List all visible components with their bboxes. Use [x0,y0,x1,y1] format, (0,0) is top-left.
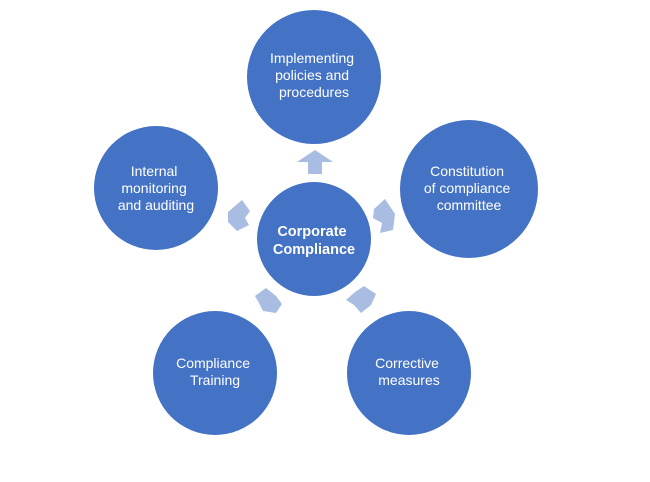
node-corrective: Corrective measures [347,311,471,435]
node-corrective-circle [347,311,471,435]
node-implementing: Implementing policies and procedures [247,10,381,144]
arrow-up [297,150,333,174]
arrows [228,150,395,313]
node-training-label: Compliance Training [176,355,254,388]
node-corrective-label: Corrective measures [375,355,443,388]
node-constitution: Constitution of compliance committee [400,120,538,258]
node-training: Compliance Training [153,311,277,435]
node-internal-circle [94,126,218,250]
node-center: Corporate Compliance [257,182,371,296]
node-center-circle [257,182,371,296]
node-constitution-label: Constitution of compliance committee [424,163,514,213]
node-training-circle [153,311,277,435]
arrow-right [373,199,395,233]
arrow-down-right [346,286,376,313]
node-internal-label: Internal monitoring and auditing [118,163,194,213]
arrow-left [228,200,250,231]
node-constitution-circle [400,120,538,258]
arrow-down-left [255,288,282,313]
node-implementing-circle [247,10,381,144]
node-internal: Internal monitoring and auditing [94,126,218,250]
node-center-label: Corporate Compliance [273,224,355,258]
node-implementing-label: Implementing policies and procedures [270,50,358,100]
